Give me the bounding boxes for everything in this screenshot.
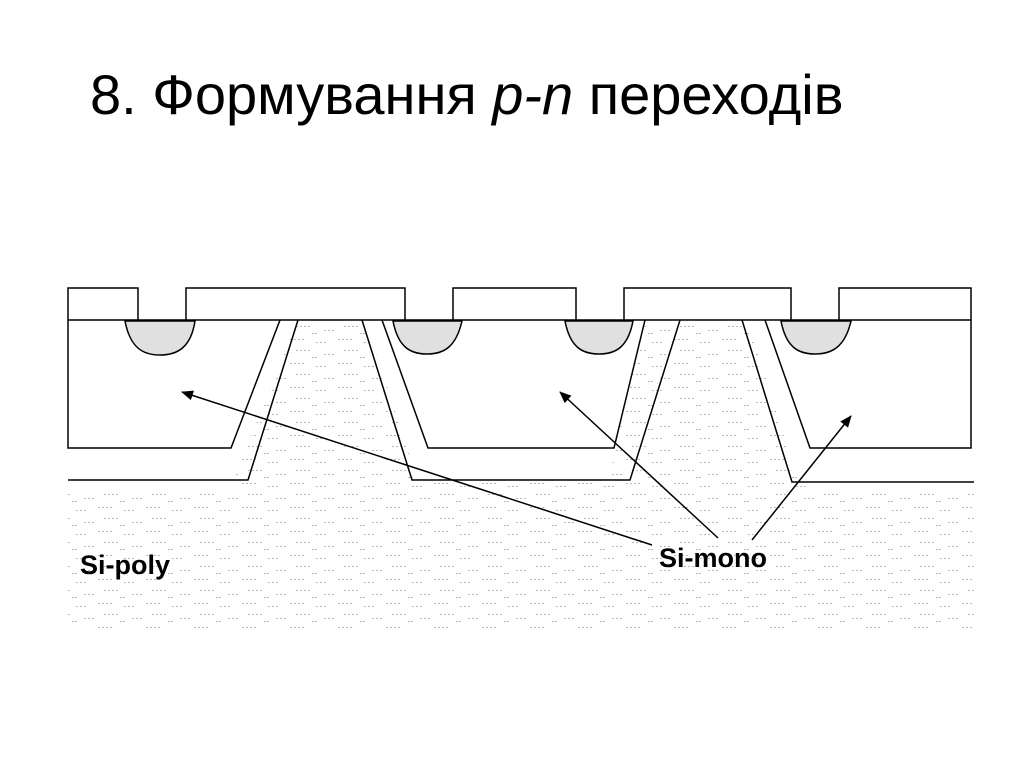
- title-italic-pn: p-n: [492, 63, 574, 126]
- slide-title: 8. Формування p-n переходів: [90, 62, 843, 127]
- title-prefix: 8. Формування: [90, 63, 493, 126]
- arrow-to-pocket-3: [751, 415, 852, 541]
- pocket-1-boundary: [67, 319, 281, 449]
- annotation-arrows: [181, 390, 852, 546]
- pocket-2-inner: [381, 319, 646, 449]
- junction-1: [124, 320, 196, 356]
- groove-2: [741, 319, 974, 483]
- junction-regions: [124, 320, 852, 356]
- isolation-boundaries: [67, 319, 974, 483]
- pocket-2-boundary: [361, 319, 681, 481]
- label-si-mono: Si-mono: [659, 543, 767, 573]
- label-si-poly: Si-poly: [80, 550, 170, 580]
- arrow-to-pocket-1: [181, 390, 653, 546]
- arrow-to-pocket-2: [559, 391, 719, 539]
- oxide-mask-layer: [67, 287, 972, 321]
- junction-3: [564, 320, 634, 355]
- groove-1: [68, 319, 299, 481]
- title-suffix: переходів: [573, 63, 844, 126]
- si-poly-region: [68, 320, 974, 630]
- pocket-3-boundary: [764, 319, 972, 449]
- junction-2: [392, 320, 463, 355]
- junction-4: [780, 320, 852, 355]
